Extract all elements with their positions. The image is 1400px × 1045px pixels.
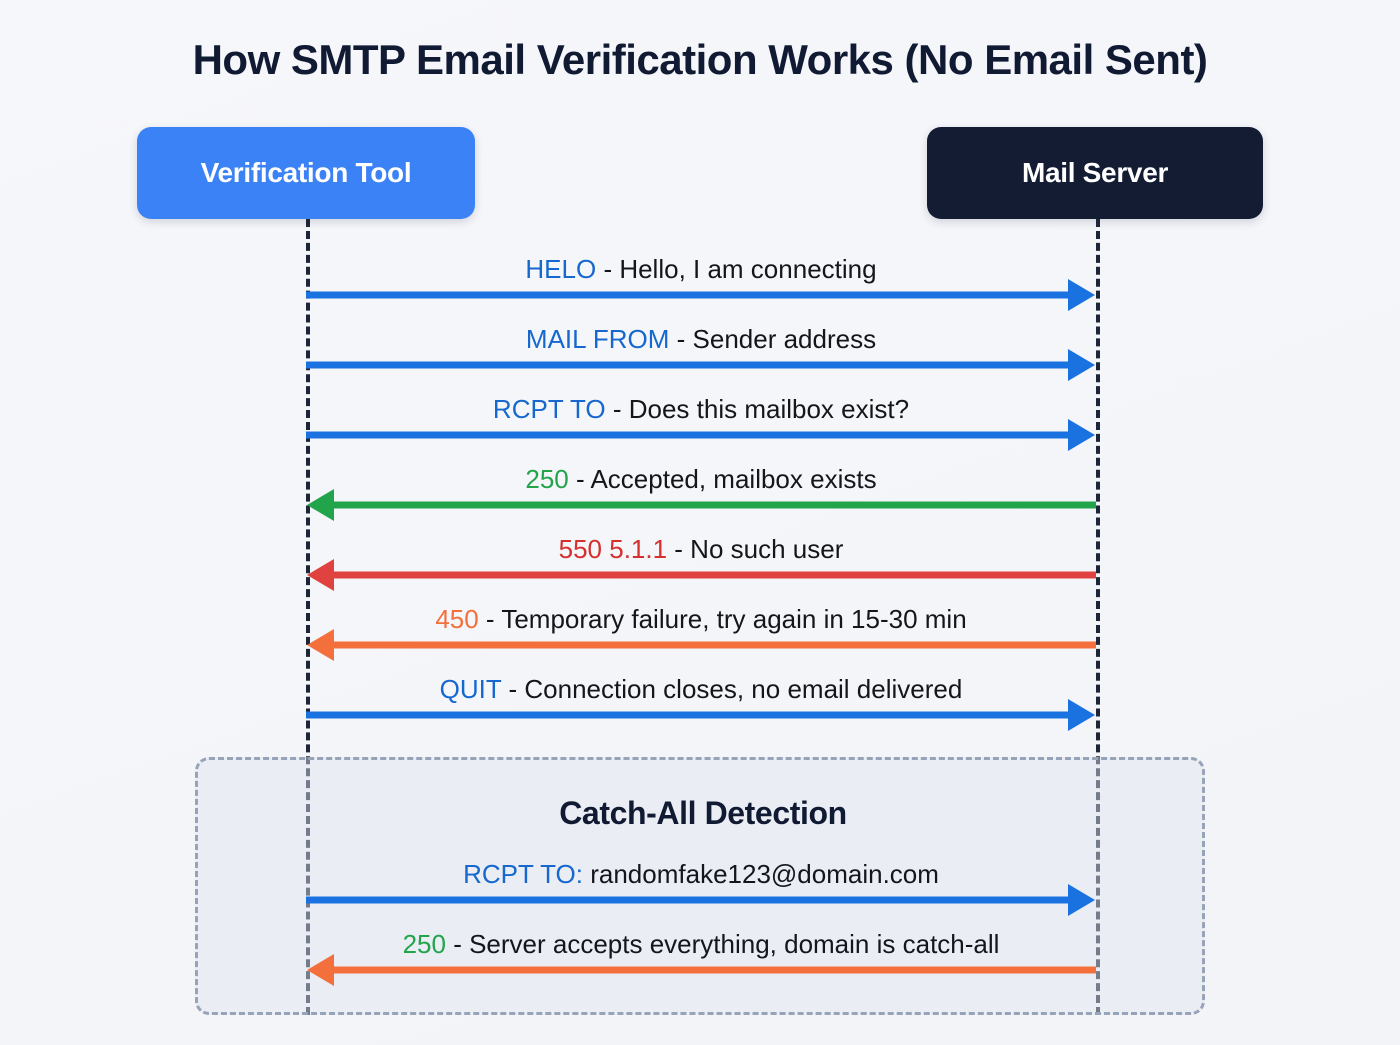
catch-all-detection-title: Catch-All Detection [559, 795, 847, 831]
message-text: - No such user [667, 534, 844, 564]
message-text: - Hello, I am connecting [596, 254, 877, 284]
message-text: - Does this mailbox exist? [605, 394, 910, 424]
arrow-right-icon [306, 279, 1096, 311]
page-title: How SMTP Email Verification Works (No Em… [192, 36, 1208, 83]
arrow-left-icon [306, 489, 1096, 521]
actor-mail-server: Mail Server [927, 127, 1263, 219]
message-label: RCPT TO - Does this mailbox exist? [306, 394, 1096, 425]
lifeline-mail-server [1096, 219, 1100, 1015]
message-label: 250 - Server accepts everything, domain … [306, 929, 1096, 960]
message-code: HELO [525, 254, 597, 284]
arrow-left-icon [306, 954, 1096, 986]
message-code: RCPT TO [492, 394, 606, 424]
message-label: 450 - Temporary failure, try again in 15… [306, 604, 1096, 635]
actor-mail-server-label: Mail Server [1021, 157, 1169, 188]
message-label: MAIL FROM - Sender address [306, 324, 1096, 355]
arrow-right-icon [306, 884, 1096, 916]
message-label: RCPT TO: randomfake123@domain.com [306, 859, 1096, 890]
actor-verification-tool-label: Verification Tool [200, 157, 412, 188]
message-label: 550 5.1.1 - No such user [306, 534, 1096, 565]
actor-verification-tool: Verification Tool [137, 127, 475, 219]
arrow-right-icon [306, 419, 1096, 451]
message-code: QUIT [439, 674, 502, 704]
message-code: 450 [435, 604, 479, 634]
message-text: - Server accepts everything, domain is c… [445, 929, 1000, 959]
message-code: 250 [402, 929, 446, 959]
message-text: - Sender address [669, 324, 877, 354]
message-label: QUIT - Connection closes, no email deliv… [306, 674, 1096, 705]
message-text: - Temporary failure, try again in 15-30 … [478, 604, 967, 634]
message-code: MAIL FROM [525, 324, 670, 354]
arrow-right-icon [306, 349, 1096, 381]
message-label: 250 - Accepted, mailbox exists [306, 464, 1096, 495]
message-text: randomfake123@domain.com [583, 859, 939, 889]
arrow-right-icon [306, 699, 1096, 731]
message-code: 550 5.1.1 [558, 534, 668, 564]
message-text: - Connection closes, no email delivered [501, 674, 963, 704]
message-code: 250 [525, 464, 569, 494]
lifeline-verification-tool [306, 219, 310, 1015]
message-code: RCPT TO: [463, 859, 583, 889]
message-text: - Accepted, mailbox exists [568, 464, 877, 494]
arrow-left-icon [306, 559, 1096, 591]
message-label: HELO - Hello, I am connecting [306, 254, 1096, 285]
arrow-left-icon [306, 629, 1096, 661]
